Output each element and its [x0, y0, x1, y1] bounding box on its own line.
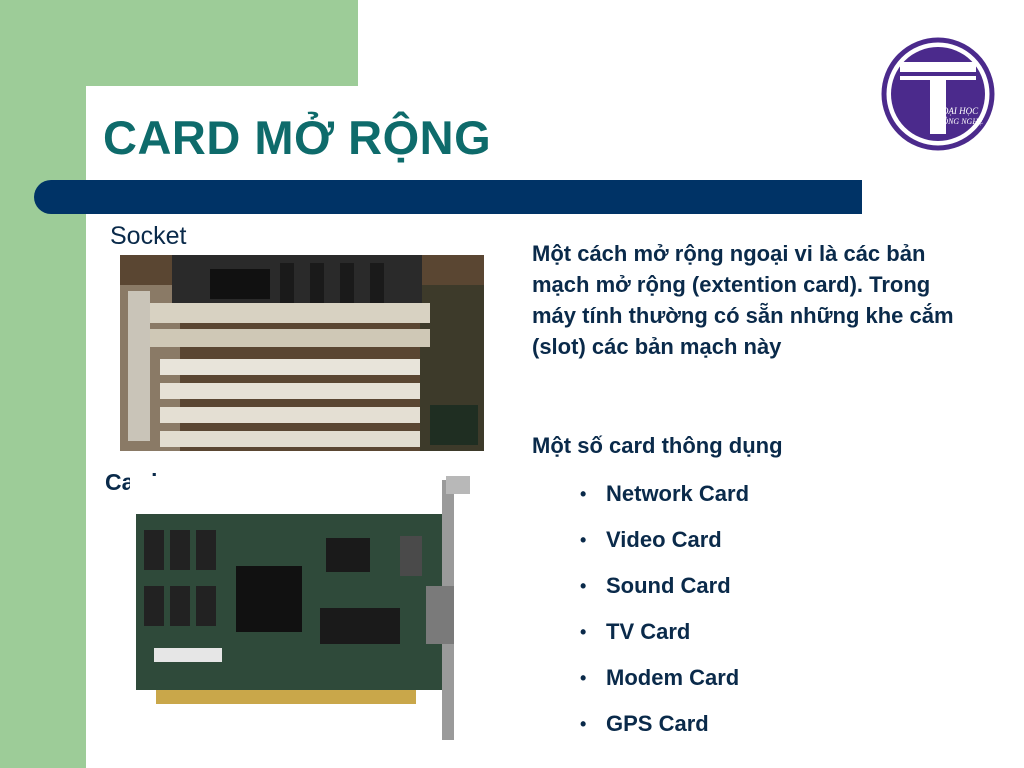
bullet-icon: • — [580, 530, 587, 550]
university-logo: ĐẠI HỌC CÔNG NGHỆ — [881, 37, 995, 151]
list-item: •Video Card — [580, 524, 749, 570]
list-item: •GPS Card — [580, 708, 749, 754]
socket-photo — [120, 255, 484, 451]
card-types-list: •Network Card •Video Card •Sound Card •T… — [580, 478, 749, 754]
bullet-icon: • — [580, 484, 587, 504]
bullet-icon: • — [580, 668, 587, 688]
bullet-icon: • — [580, 714, 587, 734]
logo-text-line2: CÔNG NGHỆ — [937, 116, 983, 126]
expansion-card-photo — [130, 476, 474, 740]
logo-text-line1: ĐẠI HỌC — [941, 106, 979, 116]
common-cards-heading: Một số card thông dụng — [532, 433, 783, 458]
slide-title: CARD MỞ RỘNG — [103, 111, 492, 164]
bullet-icon: • — [580, 622, 587, 642]
intro-text-block: Một cách mở rộng ngoại vi là các bản mạc… — [532, 238, 972, 362]
list-item: •Sound Card — [580, 570, 749, 616]
intro-paragraph: Một cách mở rộng ngoại vi là các bản mạc… — [532, 241, 954, 359]
list-item: •Network Card — [580, 478, 749, 524]
list-item: •Modem Card — [580, 662, 749, 708]
background-green-left — [0, 0, 86, 768]
socket-label: Socket — [110, 222, 187, 250]
bullet-icon: • — [580, 576, 587, 596]
background-green-top — [0, 0, 358, 86]
title-underline-bar — [34, 180, 862, 214]
list-item: •TV Card — [580, 616, 749, 662]
